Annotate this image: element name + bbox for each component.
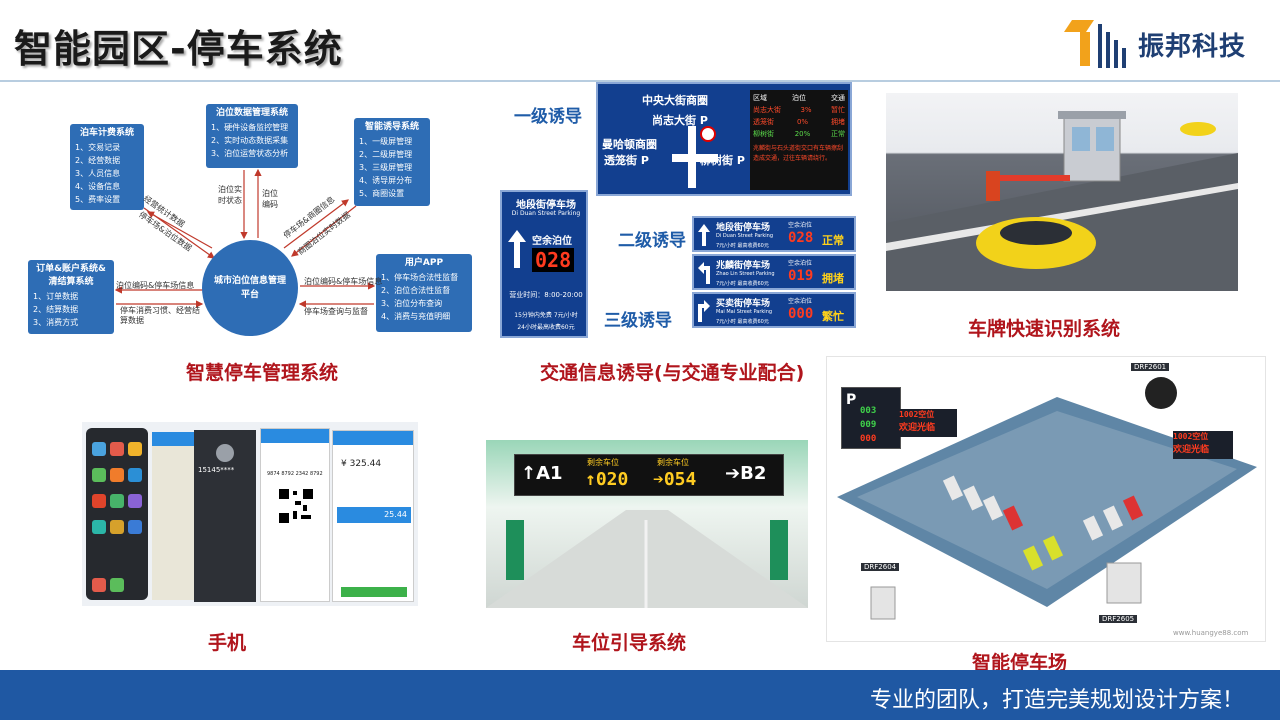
- user-app-box: 用户APP 1、停车场合法性监督 2、泊位合法性监督 3、泊位分布查询 4、消费…: [376, 254, 472, 332]
- company-name: 振邦科技: [1138, 32, 1247, 62]
- parking-floorplan-icon: [837, 377, 1257, 620]
- billing-system-box: 泊车计费系统 1、交易记录 2、经营数据 3、人员信息 4、设备信息 5、费率设…: [70, 124, 144, 210]
- guidance-system-box: 智能诱导系统 1、一级屏管理 2、二级屏管理 3、三级屏管理 4、诱导屏分布 5…: [354, 118, 430, 206]
- caption-phone: 手机: [208, 632, 247, 654]
- traffic-guidance-panel: 一级诱导 二级诱导 三级诱导 中央大街商圈 尚志大街 P 曼哈顿商圈 透笼街 P…: [498, 80, 862, 356]
- footer-slogan: 专业的团队，打造完美规划设计方案！: [869, 688, 1244, 713]
- header-divider: [0, 80, 1280, 82]
- caption-management: 智慧停车管理系统: [186, 362, 339, 384]
- garage-floor-icon: [486, 510, 808, 608]
- lot-guidance-sign: 地段街停车场 Di Duan Street Parking 空余泊位 028 营…: [500, 190, 588, 338]
- welcome-led-screen-right: 1002空位 欢迎光临: [1173, 431, 1233, 459]
- phone-menu-screen: 15145****: [194, 430, 256, 602]
- secondary-sign-2: 兆麟街停车场 Zhao Lin Street Parking 7元/小时 最高收…: [692, 254, 856, 290]
- junction-arrow-icon: [672, 126, 718, 188]
- secondary-sign-3: 买卖街停车场 Mai Mai Street Parking 7元/小时 最高收费…: [692, 292, 856, 328]
- tier-label-2: 二级诱导: [618, 231, 686, 251]
- secondary-sign-1: 地段街停车场 Di Duan Street Parking 7元/小时 最高收费…: [692, 216, 856, 252]
- link-label: 停车消费习惯、经营结算数据: [120, 306, 200, 325]
- logo-mark-icon: [1064, 20, 1126, 68]
- footer-bar: 专业的团队，打造完美规划设计方案！: [0, 670, 1280, 720]
- up-arrow-icon: [508, 230, 526, 268]
- primary-guidance-sign: 中央大街商圈 尚志大街 P 曼哈顿商圈 透笼街 P 柳树街 P 区域 泊位 交通…: [596, 82, 852, 196]
- primary-status-board: 区域 泊位 交通 尚志大街 3% 暂忙 透笼街 0% 拥堵 柳树街 20% 正常…: [750, 90, 848, 190]
- berth-data-system-box: 泊位数据管理系统 1、硬件设备监控管理 2、实时动态数据采集 3、泊位运营状态分…: [206, 104, 298, 168]
- company-logo: [1064, 14, 1274, 72]
- platform-center-node: 城市泊位信息管理平台: [202, 240, 298, 336]
- link-label: 泊位编码&停车场信息: [116, 281, 195, 290]
- caption-traffic: 交通信息诱导(与交通专业配合): [540, 362, 805, 384]
- device-label: DRF2601: [1131, 363, 1170, 371]
- turn-right-arrow-icon: [698, 300, 710, 322]
- watermark: www.huangye88.com: [1173, 629, 1249, 637]
- order-account-system-box: 订单&账户系统&清结算系统 1、订单数据 2、结算数据 3、消费方式: [28, 260, 114, 334]
- diagram-connectors: [114, 168, 376, 308]
- turn-left-arrow-icon: [698, 262, 710, 284]
- parking-guide-illustration: ↑A1 剩余车位 ↑020 剩余车位 ➔054 ➔B2: [486, 440, 808, 608]
- link-label: 泊位编码&停车场信息: [304, 277, 383, 286]
- caption-smart: 智能停车场: [972, 652, 1068, 674]
- caption-guide: 车位引导系统: [572, 632, 687, 654]
- pay-button[interactable]: [341, 587, 407, 597]
- phone-wallet-screen: ¥ 325.44 25.44: [332, 430, 414, 602]
- management-diagram: 泊车计费系统 1、交易记录 2、经营数据 3、人员信息 4、设备信息 5、费率设…: [22, 98, 478, 344]
- welcome-led-screen-left: 1002空位 欢迎光临: [899, 409, 957, 437]
- avatar: [216, 444, 234, 462]
- device-label: DRF2605: [1099, 615, 1138, 623]
- link-label: 泊位编码: [262, 189, 278, 209]
- mobile-app-screens: 15145**** 9874 8792 2342 8792 ¥ 325.44 2…: [82, 422, 418, 606]
- app-grid-icon: [92, 442, 142, 592]
- entrance-led-screen: P 003 009 000: [841, 387, 901, 449]
- caption-plate: 车牌快速识别系统: [968, 318, 1121, 340]
- page-title: 智能园区-停车系统: [14, 27, 343, 71]
- toll-gate-scene-icon: [886, 111, 1238, 291]
- qr-code-icon: [277, 487, 315, 525]
- tier-label-1: 一级诱导: [514, 107, 582, 127]
- phone-qrcode-screen: 9874 8792 2342 8792: [260, 428, 330, 602]
- tier-label-3: 三级诱导: [604, 311, 672, 331]
- link-label: 停车场查询与监督: [304, 307, 368, 316]
- smart-parking-illustration: P 003 009 000 1002空位 欢迎光临 1002空位 欢迎光临 DR…: [826, 356, 1266, 642]
- guide-led-sign: ↑A1 剩余车位 ↑020 剩余车位 ➔054 ➔B2: [514, 454, 784, 496]
- plate-recognition-illustration: [886, 93, 1238, 291]
- phone-home-screen: [86, 428, 148, 600]
- up-arrow-icon: [698, 224, 710, 246]
- link-label: 泊位实时状态: [218, 185, 242, 205]
- device-label: DRF2604: [861, 563, 900, 571]
